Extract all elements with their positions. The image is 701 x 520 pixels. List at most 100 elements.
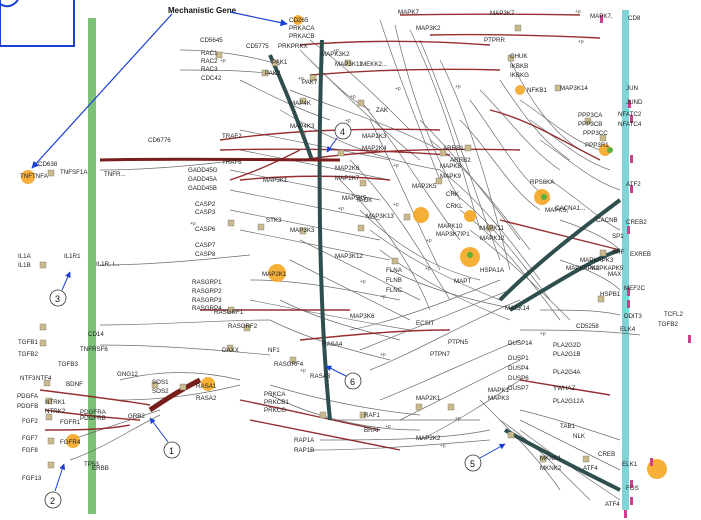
svg-text:3: 3 <box>55 294 60 304</box>
svg-text:BDNF: BDNF <box>66 381 83 388</box>
svg-text:TRAF6: TRAF6 <box>222 159 242 166</box>
svg-text:+p: +p <box>425 266 431 272</box>
svg-text:PPP3CA: PPP3CA <box>578 112 603 119</box>
svg-text:PLA2G2D: PLA2G2D <box>553 342 581 349</box>
svg-text:RPS6KA: RPS6KA <box>530 179 555 186</box>
svg-text:RAP1A: RAP1A <box>294 437 315 444</box>
svg-text:ARRB1: ARRB1 <box>443 145 464 152</box>
svg-text:ZAK: ZAK <box>376 107 389 114</box>
svg-text:FGF2: FGF2 <box>22 418 38 425</box>
svg-text:PAK7: PAK7 <box>302 79 318 86</box>
svg-text:+p: +p <box>540 331 546 337</box>
svg-text:TNFSF1A: TNFSF1A <box>60 169 88 176</box>
svg-text:PTPN5: PTPN5 <box>448 339 469 346</box>
svg-text:RAC1: RAC1 <box>201 50 218 57</box>
svg-text:STK3: STK3 <box>266 217 282 224</box>
svg-text:NFKB1: NFKB1 <box>527 87 548 94</box>
svg-text:MKNK2: MKNK2 <box>540 465 562 472</box>
svg-text:PPP3R1: PPP3R1 <box>585 142 609 149</box>
marker-4: 4 <box>326 122 352 153</box>
svg-text:MAP2K2: MAP2K2 <box>416 435 441 442</box>
svg-text:MAP3K13: MAP3K13 <box>366 213 394 220</box>
svg-text:1: 1 <box>169 446 174 456</box>
svg-text:MAP3K7: MAP3K7 <box>490 10 515 17</box>
svg-text:BRAF: BRAF <box>364 427 381 434</box>
svg-text:GRB2: GRB2 <box>128 413 145 420</box>
svg-text:ARRB2: ARRB2 <box>450 157 471 164</box>
gene-node-boxes <box>39 24 607 469</box>
svg-text:MAP3K11: MAP3K11 <box>335 61 363 68</box>
svg-text:CASP3: CASP3 <box>195 209 216 216</box>
svg-text:RAC3: RAC3 <box>201 66 218 73</box>
svg-text:PRKCA: PRKCA <box>264 391 286 398</box>
svg-text:SOS2: SOS2 <box>152 388 169 395</box>
svg-text:MAPKS,: MAPKS, <box>545 207 569 214</box>
svg-text:PRKACB: PRKACB <box>289 33 314 40</box>
svg-text:TCFL2: TCFL2 <box>664 311 683 318</box>
svg-text:PAK2: PAK2 <box>265 70 281 77</box>
svg-text:IKBKG: IKBKG <box>510 72 529 79</box>
svg-text:MAP2K5: MAP2K5 <box>412 183 437 190</box>
svg-text:CHUK: CHUK <box>510 53 528 60</box>
callout-arrow-right <box>229 11 288 27</box>
svg-text:+p: +p <box>380 294 386 300</box>
marker-1: 1 <box>149 417 181 459</box>
svg-text:RAP1B: RAP1B <box>294 447 314 454</box>
svg-text:ERBB: ERBB <box>92 465 109 472</box>
svg-text:CD14: CD14 <box>88 331 104 338</box>
svg-text:MAP3K14: MAP3K14 <box>560 85 588 92</box>
svg-text:FOS: FOS <box>626 485 639 492</box>
svg-text:MAPK14: MAPK14 <box>505 305 530 312</box>
svg-text:MAP3K1: MAP3K1 <box>263 177 288 184</box>
svg-text:CD6776: CD6776 <box>148 137 171 144</box>
svg-text:HSPA1A: HSPA1A <box>480 267 505 274</box>
svg-text:MAP2K7: MAP2K7 <box>335 175 360 182</box>
svg-text:FLNB: FLNB <box>386 277 402 284</box>
svg-text:DUSP4: DUSP4 <box>508 365 529 372</box>
svg-text:NFATC4: NFATC4 <box>618 121 642 128</box>
svg-text:TAB1: TAB1 <box>560 423 576 430</box>
svg-text:TGFB3: TGFB3 <box>58 361 78 368</box>
svg-text:RASGRF1: RASGRF1 <box>214 309 244 316</box>
svg-text:GADD45G: GADD45G <box>188 167 218 174</box>
svg-text:ELK4: ELK4 <box>620 326 636 333</box>
callout-box <box>0 0 75 47</box>
pink-markers <box>600 15 691 518</box>
svg-text:+p: +p <box>426 238 432 244</box>
gene-labels: CD265 PRKACA PRKACB PRKPRKX MAPK3K2 CD56… <box>17 9 683 508</box>
svg-text:ATF2: ATF2 <box>626 181 641 188</box>
svg-text:5: 5 <box>470 459 475 469</box>
svg-text:MAP2K1: MAP2K1 <box>262 271 287 278</box>
svg-text:RASA4: RASA4 <box>322 341 343 348</box>
svg-text:+p: +p <box>380 352 386 358</box>
svg-text:+p: +p <box>333 48 339 54</box>
svg-text:RASGRP2: RASGRP2 <box>192 288 222 295</box>
svg-text:CRK: CRK <box>446 191 460 198</box>
svg-text:PDGFRB: PDGFRB <box>80 415 106 422</box>
svg-text:FGF8: FGF8 <box>22 447 38 454</box>
svg-text:+p: +p <box>455 416 461 422</box>
svg-text:RASA2: RASA2 <box>196 395 217 402</box>
svg-text:MAPK1: MAPK1 <box>488 387 510 394</box>
svg-text:CACNB: CACNB <box>596 217 618 224</box>
svg-text:DUSP7: DUSP7 <box>508 385 529 392</box>
svg-text:TNFR...: TNFR... <box>104 171 126 178</box>
svg-text:MAPK7,: MAPK7, <box>590 13 613 20</box>
green-nodes <box>467 147 613 258</box>
svg-text:RASA1: RASA1 <box>196 383 217 390</box>
svg-text:NTRK2: NTRK2 <box>45 408 66 415</box>
svg-text:+p: +p <box>300 131 306 137</box>
svg-text:RASGRP4: RASGRP4 <box>192 305 222 312</box>
svg-text:PPP3CC: PPP3CC <box>583 130 608 137</box>
svg-text:TAOK: TAOK <box>356 197 373 204</box>
svg-text:MAP2K3: MAP2K3 <box>362 133 387 140</box>
svg-text:MAPK11: MAPK11 <box>480 225 505 232</box>
svg-text:CASP8: CASP8 <box>195 251 216 258</box>
svg-text:+p: +p <box>298 76 304 82</box>
svg-text:+p: +p <box>578 39 584 45</box>
svg-text:DUSP1: DUSP1 <box>508 355 529 362</box>
svg-text:CD5258: CD5258 <box>576 323 599 330</box>
callout-curve <box>0 0 19 8</box>
svg-text:CASP6: CASP6 <box>195 226 216 233</box>
svg-text:MAP2K1: MAP2K1 <box>416 395 441 402</box>
